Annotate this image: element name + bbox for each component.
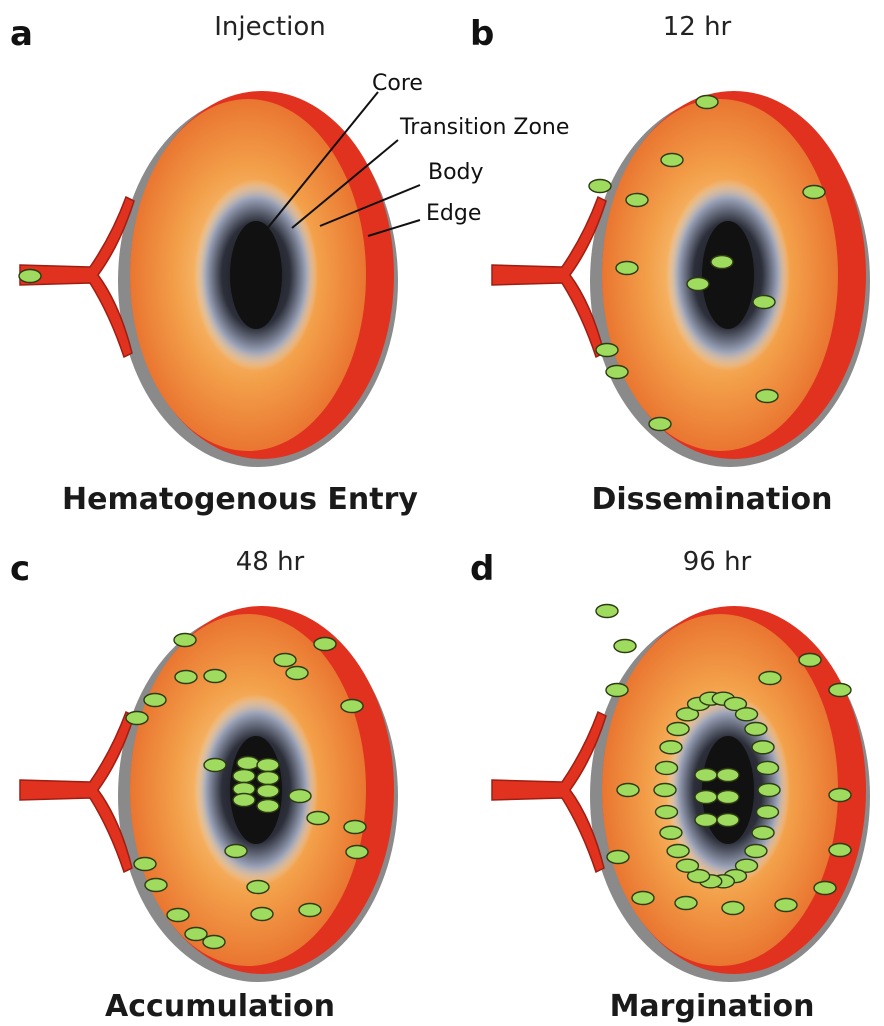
nanoparticle — [758, 784, 780, 797]
nanoparticle — [257, 772, 279, 785]
nanoparticle — [660, 741, 682, 754]
nanoparticle — [752, 741, 774, 754]
nanoparticle — [799, 654, 821, 667]
nanoparticle — [656, 761, 678, 774]
nanoparticle — [251, 908, 273, 921]
nanoparticle — [144, 694, 166, 707]
nanoparticle — [167, 909, 189, 922]
edge-pointer — [368, 220, 420, 236]
panel-caption: Accumulation — [100, 989, 340, 1024]
nanoparticle — [606, 366, 628, 379]
nanoparticle — [829, 844, 851, 857]
zone-labels: Core Transition Zone Body Edge — [0, 0, 442, 513]
tumor-illustration — [0, 513, 442, 1026]
nanoparticle — [752, 826, 774, 839]
nanoparticle — [717, 791, 739, 804]
nanoparticle — [756, 806, 778, 819]
nanoparticle — [722, 902, 744, 915]
nanoparticle — [145, 879, 167, 892]
panel-c: c 48 hr Accumulation — [0, 513, 442, 1026]
blood-vessel — [492, 197, 606, 357]
nanoparticle — [753, 296, 775, 309]
nanoparticle — [299, 904, 321, 917]
nanoparticle — [745, 722, 767, 735]
nanoparticle — [759, 672, 781, 685]
nanoparticle — [736, 708, 758, 721]
panel-a: a Injection Core Transition Zone Body Ed… — [0, 0, 442, 513]
nanoparticle — [257, 785, 279, 798]
panel-caption: Margination — [562, 989, 862, 1024]
nanoparticle — [667, 722, 689, 735]
nanoparticle — [233, 770, 255, 783]
nanoparticle — [607, 851, 629, 864]
nanoparticle — [775, 899, 797, 912]
nanoparticle — [695, 791, 717, 804]
nanoparticle — [695, 769, 717, 782]
nanoparticle — [814, 882, 836, 895]
nanoparticle — [626, 194, 648, 207]
nanoparticle — [257, 800, 279, 813]
nanoparticle — [203, 936, 225, 949]
nanoparticle — [695, 814, 717, 827]
nanoparticle — [341, 700, 363, 713]
core-center — [702, 221, 754, 329]
nanoparticle — [606, 684, 628, 697]
nanoparticle — [589, 180, 611, 193]
nanoparticle — [247, 881, 269, 894]
panel-b: b 12 hr Dissemination — [442, 0, 884, 513]
nanoparticle — [656, 806, 678, 819]
nanoparticle — [237, 757, 259, 770]
nanoparticle — [661, 154, 683, 167]
nanoparticle — [696, 96, 718, 109]
nanoparticle — [687, 278, 709, 291]
nanoparticle — [756, 390, 778, 403]
nanoparticle — [617, 784, 639, 797]
nanoparticle — [126, 712, 148, 725]
nanoparticle — [711, 256, 733, 269]
nanoparticle — [803, 186, 825, 199]
nanoparticle — [649, 418, 671, 431]
nanoparticle — [675, 897, 697, 910]
nanoparticle — [204, 759, 226, 772]
nanoparticle — [225, 845, 247, 858]
nanoparticle — [614, 640, 636, 653]
nanoparticle — [346, 846, 368, 859]
tumor-illustration — [442, 513, 884, 1026]
nanoparticle — [307, 812, 329, 825]
panel-caption: Hematogenous Entry — [40, 482, 440, 517]
nanoparticle — [174, 634, 196, 647]
nanoparticle — [717, 769, 739, 782]
nanoparticle — [257, 759, 279, 772]
zone-label-core: Core — [372, 71, 423, 96]
nanoparticle — [660, 826, 682, 839]
nanoparticle — [233, 794, 255, 807]
nanoparticle — [289, 790, 311, 803]
nanoparticle — [286, 667, 308, 680]
blood-vessel — [492, 712, 606, 872]
nanoparticle — [616, 262, 638, 275]
panel-caption: Dissemination — [562, 482, 862, 517]
nanoparticle — [829, 789, 851, 802]
nanoparticle — [314, 638, 336, 651]
nanoparticle — [667, 845, 689, 858]
tumor-illustration — [442, 0, 884, 513]
nanoparticle — [596, 605, 618, 618]
nanoparticle — [676, 859, 698, 872]
nanoparticle — [596, 344, 618, 357]
panel-d: d 96 hr Margination — [442, 513, 884, 1026]
nanoparticle — [274, 654, 296, 667]
blood-vessel — [20, 712, 134, 872]
nanoparticle — [717, 814, 739, 827]
nanoparticle — [829, 684, 851, 697]
nanoparticle — [632, 892, 654, 905]
nanoparticle — [756, 761, 778, 774]
nanoparticle — [134, 858, 156, 871]
nanoparticle — [654, 784, 676, 797]
nanoparticle — [204, 670, 226, 683]
nanoparticle — [745, 845, 767, 858]
nanoparticle — [344, 821, 366, 834]
nanoparticle — [175, 671, 197, 684]
